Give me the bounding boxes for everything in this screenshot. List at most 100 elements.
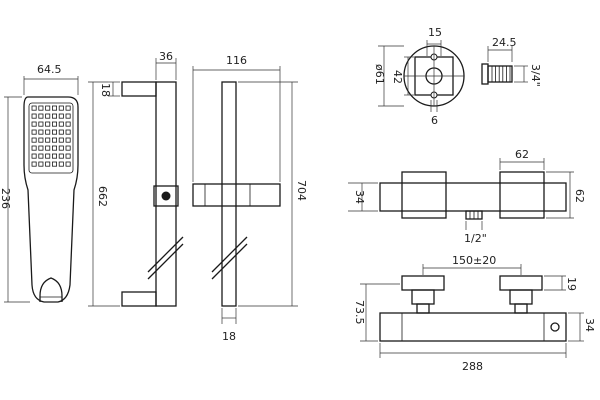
- spray-nozzle: [38, 153, 44, 159]
- spray-nozzle: [65, 121, 71, 127]
- spray-nozzle: [45, 121, 51, 127]
- dim-rail-width: 116: [226, 54, 247, 67]
- right-inlet-cap: [499, 275, 543, 291]
- temperature-marker-icon: [550, 322, 560, 332]
- spray-nozzle: [65, 105, 71, 111]
- valve-body-top: [379, 182, 567, 212]
- spray-nozzle: [45, 153, 51, 159]
- spray-nozzle: [38, 121, 44, 127]
- spray-nozzle: [38, 105, 44, 111]
- left-inlet-nut: [411, 289, 435, 305]
- right-inlet-stem: [514, 303, 528, 314]
- spray-nozzle: [45, 113, 51, 119]
- dim-wall-plate-inner: 42: [391, 70, 404, 84]
- spray-nozzle-grid: [31, 105, 71, 167]
- rail-bar: [155, 81, 177, 307]
- dim-wall-plate-dia: ø61: [373, 64, 386, 85]
- spray-nozzle: [52, 161, 58, 167]
- spray-nozzle: [58, 145, 64, 151]
- dim-valve-end-height: 62: [573, 189, 586, 203]
- spray-nozzle: [45, 129, 51, 135]
- rail-front-view: 116 704 18: [192, 54, 308, 343]
- spray-nozzle: [31, 145, 37, 151]
- spray-nozzle: [38, 161, 44, 167]
- spray-nozzle: [52, 137, 58, 143]
- spray-nozzle: [52, 153, 58, 159]
- dim-handset-width: 64.5: [37, 63, 62, 76]
- handset-outline: [23, 96, 79, 303]
- spray-nozzle: [65, 153, 71, 159]
- spray-nozzle: [58, 129, 64, 135]
- spray-nozzle: [65, 161, 71, 167]
- spray-nozzle: [38, 137, 44, 143]
- spray-nozzle: [58, 105, 64, 111]
- spray-nozzle: [31, 105, 37, 111]
- left-inlet-stem: [416, 303, 430, 314]
- spray-nozzle: [52, 129, 58, 135]
- dim-valve-end-width: 62: [515, 148, 529, 161]
- dim-outlet-length: 24.5: [492, 36, 517, 49]
- dim-valve-inlet: 19: [565, 277, 578, 291]
- dim-wall-plate-screw: 6: [431, 114, 438, 127]
- spray-nozzle: [31, 113, 37, 119]
- spray-nozzle: [38, 145, 44, 151]
- spray-nozzle: [58, 161, 64, 167]
- spray-nozzle: [58, 113, 64, 119]
- handset-view: 64.5 236: [0, 63, 79, 303]
- spray-nozzle: [58, 153, 64, 159]
- outlet-thread: [491, 66, 511, 82]
- dim-valve-front-depth: 34: [583, 318, 596, 332]
- valve-body-front: [379, 312, 567, 342]
- outlet-elbow-view: 24.5 3/4": [481, 36, 542, 87]
- dim-valve-front-height: 73.5: [353, 300, 366, 325]
- spray-nozzle: [65, 137, 71, 143]
- dim-valve-body-depth: 34: [353, 190, 366, 204]
- bottom-bracket: [121, 291, 157, 307]
- spray-nozzle: [65, 129, 71, 135]
- dim-wall-plate-spigot: 15: [428, 26, 442, 39]
- spray-nozzle: [65, 113, 71, 119]
- spray-nozzle: [45, 105, 51, 111]
- dim-outlet-thread: 3/4": [529, 64, 542, 87]
- dim-valve-outlet-thread: 1/2": [464, 232, 487, 245]
- spray-nozzle: [31, 137, 37, 143]
- spray-nozzle: [45, 137, 51, 143]
- wall-plate-view: 15 ø61 42 6: [373, 26, 465, 127]
- spray-nozzle: [58, 137, 64, 143]
- dim-handset-length: 236: [0, 188, 12, 209]
- slider-block: [153, 185, 179, 207]
- spray-nozzle: [38, 129, 44, 135]
- handset-face: [28, 102, 74, 174]
- spray-nozzle: [58, 121, 64, 127]
- dim-bracket-height: 18: [99, 83, 112, 97]
- spray-nozzle: [45, 145, 51, 151]
- spray-nozzle: [31, 161, 37, 167]
- left-inlet-cap: [401, 275, 445, 291]
- break-line: [147, 243, 184, 280]
- dim-valve-centres: 150±20: [452, 254, 496, 267]
- rail-side-view: 36 18 662: [88, 50, 184, 307]
- rail-front-bar: [221, 81, 237, 307]
- spray-nozzle: [52, 145, 58, 151]
- outlet-body: [487, 65, 513, 83]
- spray-nozzle: [31, 129, 37, 135]
- dim-rail-depth: 36: [159, 50, 173, 63]
- right-inlet-nut: [509, 289, 533, 305]
- dim-overall-height: 704: [295, 180, 308, 201]
- spray-nozzle: [31, 121, 37, 127]
- dim-valve-length: 288: [462, 360, 483, 373]
- spray-nozzle: [65, 145, 71, 151]
- valve-right-head: [499, 171, 545, 219]
- slider-front: [192, 183, 281, 207]
- valve-front-view: 150±20 19 73.5 34 288: [353, 254, 596, 373]
- spray-nozzle: [52, 121, 58, 127]
- slider-knob-icon: [161, 191, 171, 201]
- outlet-flange: [481, 63, 489, 85]
- dim-rail-bottom: 18: [222, 330, 236, 343]
- spray-nozzle: [45, 161, 51, 167]
- valve-top-view: 62 34 62 1/2": [348, 148, 586, 245]
- valve-left-head: [401, 171, 447, 219]
- top-bracket: [121, 81, 157, 97]
- dim-rail-height: 662: [96, 186, 109, 207]
